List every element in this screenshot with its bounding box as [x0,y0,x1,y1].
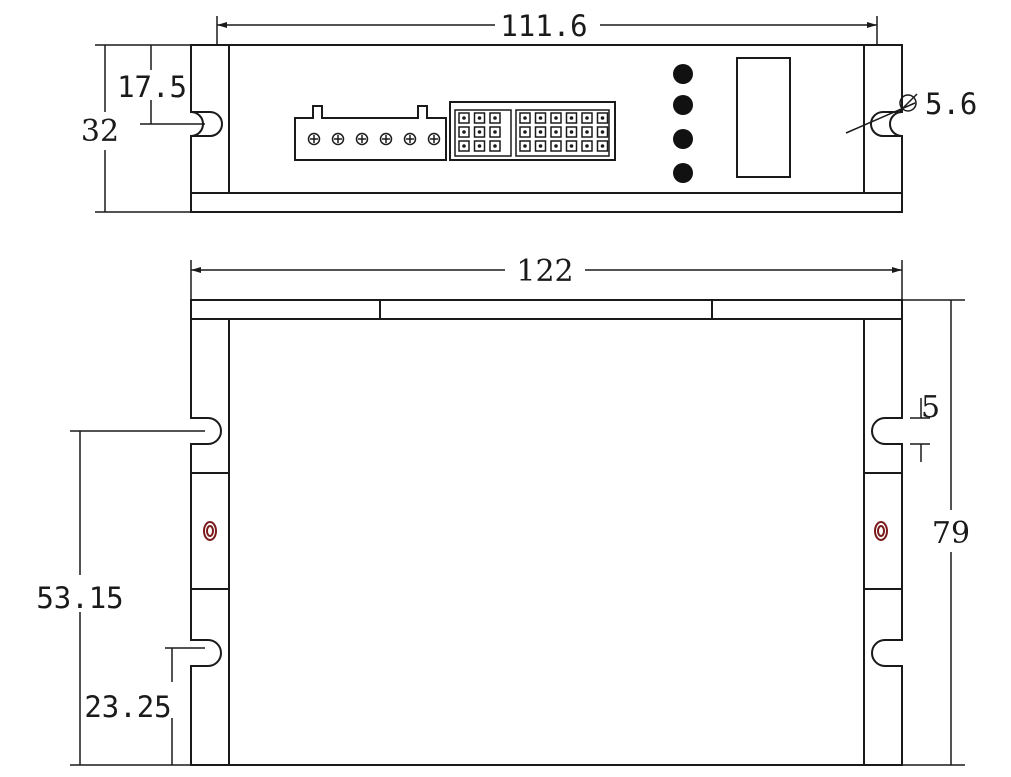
signal-pin [581,112,593,124]
signal-pin [473,112,486,124]
dim-top-height: 32 [81,44,191,213]
signal-pin [534,126,547,138]
signal-pin [489,112,501,124]
dim-label-32: 32 [81,114,119,149]
signal-pin [519,126,531,138]
dim-top-hole-offset: 17.5 [117,45,205,125]
body-left-flange [190,319,230,766]
dim-slot-width: 5 [910,390,940,462]
dim-label-17-5: 17.5 [117,70,187,104]
body-top-cap [190,299,903,320]
dim-top-width: 111.6 [216,9,878,45]
signal-pin [489,140,501,152]
terminal-pin [379,132,393,146]
terminal-pin [331,132,345,146]
led-dot [673,64,693,84]
dim-label-122: 122 [516,254,573,289]
dim-slot-offset-lower: 23.25 [84,647,205,765]
signal-pin [458,126,470,138]
dim-label-5-6: 5.6 [925,87,977,121]
signal-pin [565,112,578,124]
signal-pin [473,140,486,152]
signal-pin [565,126,578,138]
top-right-slot [870,111,902,137]
signal-pin [581,140,593,152]
signal-pin [550,112,562,124]
top-view: 111.6 32 17.5 5.6 [81,9,977,213]
signal-connector [449,101,616,161]
dim-label-23-25: 23.25 [84,690,171,724]
top-base-plate [190,192,903,213]
signal-pin [534,140,547,152]
signal-pin [550,140,562,152]
signal-pin [596,126,609,138]
led-indicators [673,64,693,183]
terminal-pin [427,132,441,146]
top-left-slot [191,111,223,137]
signal-pin [458,140,470,152]
dim-label-5: 5 [921,390,940,425]
dim-body-width: 122 [190,254,903,300]
terminal-connector [294,105,447,161]
signal-pin [596,112,609,124]
left-bracket-hole [203,521,217,541]
signal-pin [565,140,578,152]
left-bracket [190,472,230,590]
signal-pin [458,112,470,124]
terminal-pin [403,132,417,146]
dim-label-111-6: 111.6 [500,9,587,43]
signal-pin [550,126,562,138]
signal-pin [581,126,593,138]
terminal-pin [355,132,369,146]
dim-label-53-15: 53.15 [36,581,123,615]
dim-slot-offset-upper: 53.15 [36,430,205,765]
body-view: 122 79 5 53.15 [36,254,970,766]
terminal-pin [307,132,321,146]
signal-pin [519,140,531,152]
dim-body-height: 79 [902,299,970,766]
display-window [736,57,791,178]
signal-pin [473,126,486,138]
signal-pin [489,126,501,138]
signal-pin [534,112,547,124]
signal-pin [519,112,531,124]
signal-pin [596,140,609,152]
body-right-flange [863,319,903,766]
right-bracket [863,472,903,590]
right-bracket-hole [874,521,888,541]
led-dot [673,129,693,149]
led-dot [673,163,693,183]
dim-hole-diameter: 5.6 [845,87,977,134]
led-dot [673,95,693,115]
dim-label-79: 79 [932,516,970,551]
